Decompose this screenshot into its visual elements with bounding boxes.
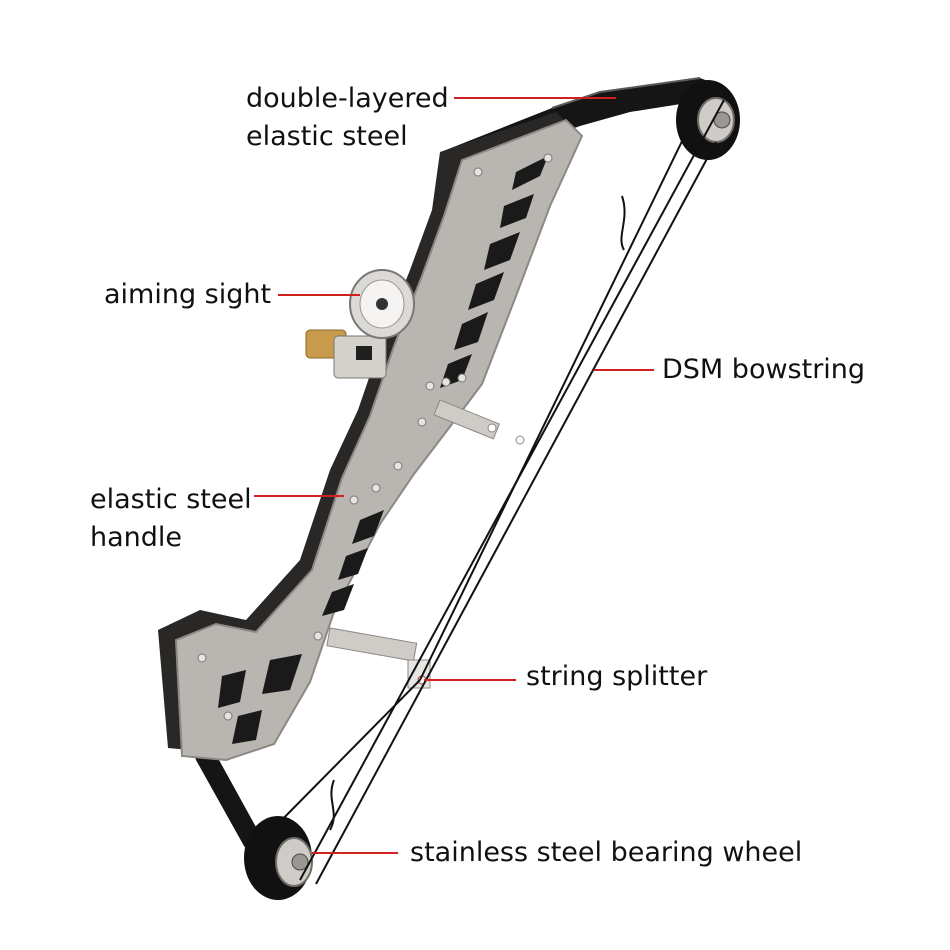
handle-label: elastic steel handle bbox=[90, 481, 252, 557]
bowstring-label: DSM bowstring bbox=[662, 354, 866, 385]
limb-label: double-layered elastic steel bbox=[246, 80, 449, 156]
sight-label: aiming sight bbox=[104, 279, 272, 310]
handle-label-line1: elastic steel bbox=[90, 484, 252, 515]
bearing-wheel-icon bbox=[244, 816, 313, 900]
aiming-sight-icon bbox=[305, 269, 415, 379]
lower-splitter-bracket bbox=[326, 627, 431, 689]
riser-handle bbox=[158, 112, 584, 762]
splitter-label: string splitter bbox=[526, 661, 708, 692]
limb-label-line1: double-layered bbox=[246, 83, 449, 114]
limb-label-line2: elastic steel bbox=[246, 121, 408, 152]
bow-strings bbox=[261, 95, 725, 885]
upper-splitter-bracket bbox=[433, 399, 525, 445]
leader-lines bbox=[254, 97, 654, 854]
upper-cam-wheel bbox=[676, 80, 740, 160]
wheel-label: stainless steel bearing wheel bbox=[410, 837, 803, 868]
handle-label-line2: handle bbox=[90, 522, 183, 553]
